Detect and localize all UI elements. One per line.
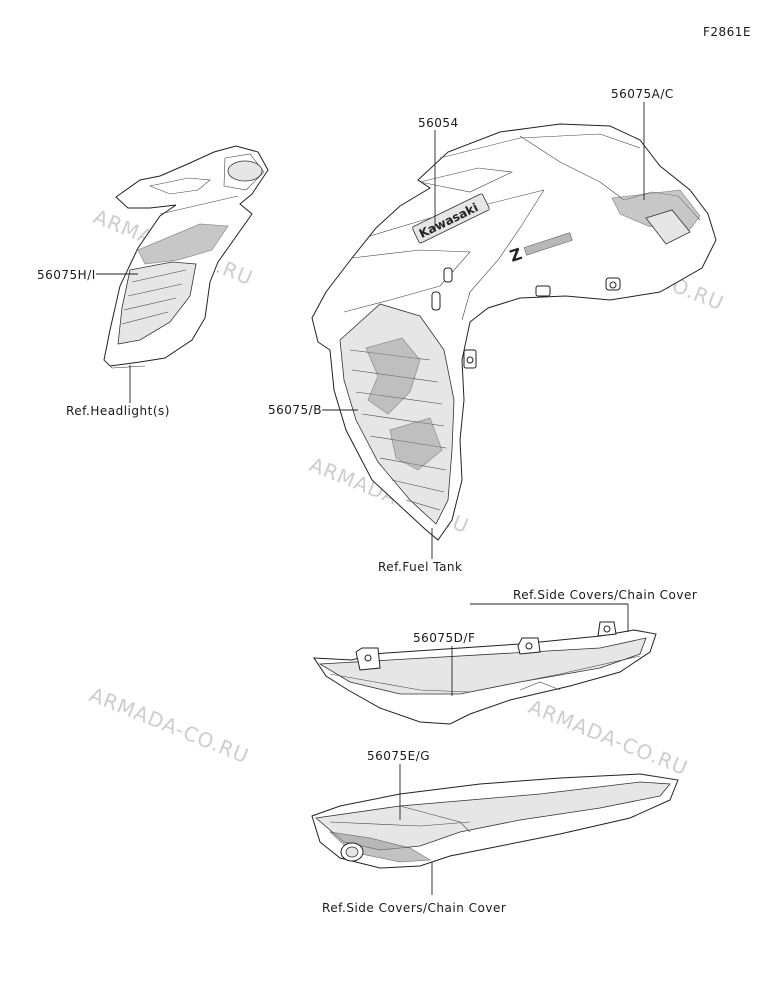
callout-tank-side: 56075/B bbox=[268, 403, 322, 417]
watermark-4: ARMADA-CO.RU bbox=[86, 682, 252, 768]
figure-code: F2861E bbox=[703, 25, 751, 39]
callout-side-cover-ref-upper: Ref.Side Covers/Chain Cover bbox=[513, 588, 697, 602]
callout-tank-upper: 56075A/C bbox=[611, 87, 674, 101]
watermark-5: ARMADA-CO.RU bbox=[525, 694, 691, 780]
upper-side-cover-drawing bbox=[313, 621, 657, 725]
callout-side-cover-lower: 56075E/G bbox=[367, 749, 430, 763]
callout-headlight-decal: 56075H/I bbox=[37, 268, 96, 282]
callout-side-cover-ref-lower: Ref.Side Covers/Chain Cover bbox=[322, 901, 506, 915]
z-model-mark: Z bbox=[507, 244, 524, 266]
callout-fuel-tank-ref: Ref.Fuel Tank bbox=[378, 560, 462, 574]
headlight-cowl-drawing bbox=[103, 145, 269, 369]
lower-side-cover-drawing bbox=[311, 773, 679, 869]
callout-emblem: 56054 bbox=[418, 116, 459, 130]
callout-side-cover-upper: 56075D/F bbox=[413, 631, 475, 645]
callout-headlight-ref: Ref.Headlight(s) bbox=[66, 404, 170, 418]
fuel-tank-cover-drawing: Kawasaki Z bbox=[311, 123, 717, 541]
